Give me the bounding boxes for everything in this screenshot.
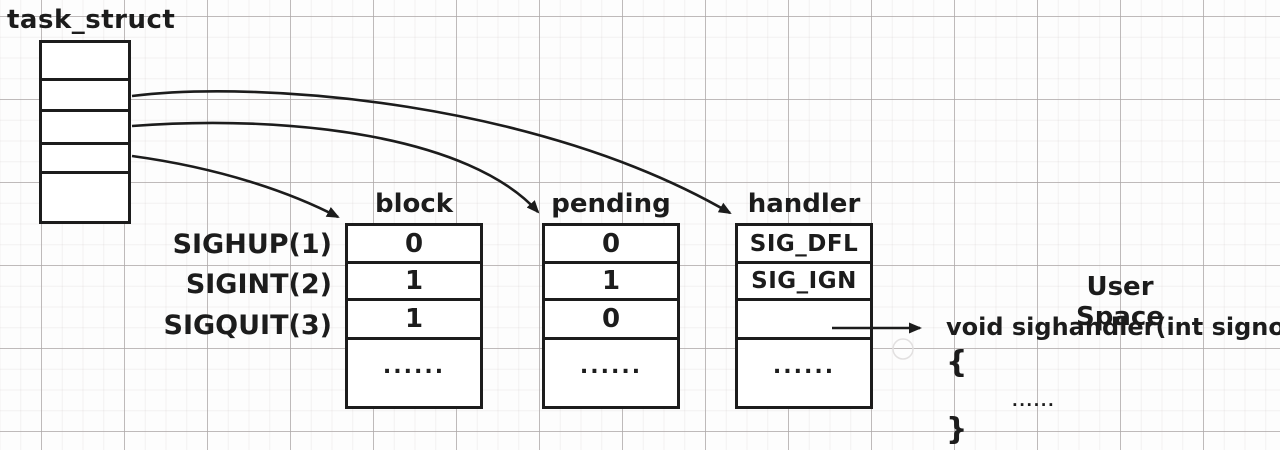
task-struct-slot (42, 43, 128, 78)
handler-header: handler (747, 189, 861, 219)
code-body-ellipsis: ...... (1012, 392, 1056, 410)
task-struct-slot (42, 78, 128, 109)
row-label-sighup: SIGHUP(1) (172, 229, 332, 260)
handler-cell-sigint: SIG_IGN (738, 261, 870, 298)
task-struct-slot (42, 171, 128, 221)
arrow-taskstruct-to-block (131, 154, 340, 219)
pending-cell-sigquit: 0 (545, 298, 677, 336)
block-cell-sigint: 1 (348, 261, 480, 298)
task-struct-slot (42, 141, 128, 171)
open-brace: { (946, 345, 968, 380)
handler-cell-sighup: SIG_DFL (749, 230, 859, 257)
handler-cell-sigquit (738, 298, 870, 336)
block-header: block (374, 189, 454, 219)
block-cell-sigquit: 1 (348, 298, 480, 336)
pending-header: pending (551, 189, 671, 219)
handler-cell-ellipsis: ...... (738, 336, 870, 406)
watermark-circle (892, 338, 914, 360)
user-space-label: User Space (1076, 272, 1164, 332)
pending-cell-ellipsis: ...... (545, 336, 677, 406)
block-table: 0 1 1 ...... (345, 223, 483, 409)
task-struct-slot (42, 109, 128, 142)
task-struct-label: task_struct (7, 5, 176, 35)
pending-cell-sigint: 1 (545, 261, 677, 298)
block-cell-ellipsis: ...... (348, 336, 480, 406)
sighandler-signature: void sighandler(int signo) (946, 313, 1280, 341)
row-label-sigint: SIGINT(2) (185, 269, 332, 300)
pending-cell-sighup: 0 (601, 228, 621, 259)
row-label-sigquit: SIGQUIT(3) (163, 310, 332, 341)
close-brace: } (946, 412, 968, 447)
handler-table: SIG_DFL SIG_IGN ...... (735, 223, 873, 409)
pending-table: 0 1 0 ...... (542, 223, 680, 409)
task-struct-box (39, 40, 131, 224)
block-cell-sighup: 0 (404, 228, 424, 259)
